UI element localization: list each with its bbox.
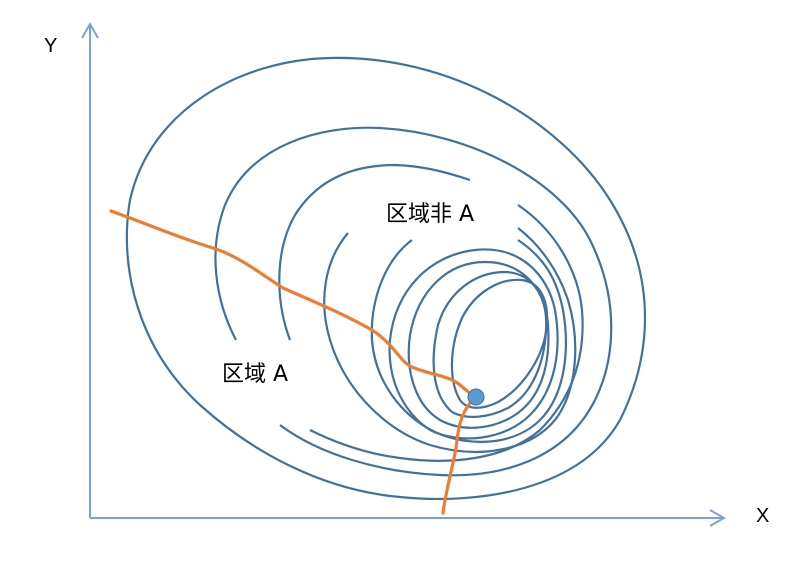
contour-7 — [407, 260, 550, 429]
x-axis-label: X — [756, 505, 770, 527]
contour-lines — [125, 56, 647, 501]
region-a-label: 区域 A — [214, 358, 297, 392]
descent-path — [109, 209, 475, 515]
contour-8 — [432, 270, 548, 418]
x-axis-arrow-icon — [709, 509, 727, 527]
contour-9 — [450, 278, 549, 409]
contour-2 — [214, 126, 613, 477]
contour-5 — [370, 239, 567, 443]
minimum-point — [467, 388, 485, 406]
contour-1 — [125, 56, 647, 501]
axes — [81, 21, 727, 527]
y-axis-arrow-icon — [81, 21, 99, 39]
contour-4 — [323, 227, 577, 453]
contour-6 — [388, 248, 559, 440]
y-axis-label: Y — [44, 35, 58, 57]
region-not-a-label: 区域非 A — [378, 198, 483, 232]
contour-3 — [278, 163, 584, 462]
